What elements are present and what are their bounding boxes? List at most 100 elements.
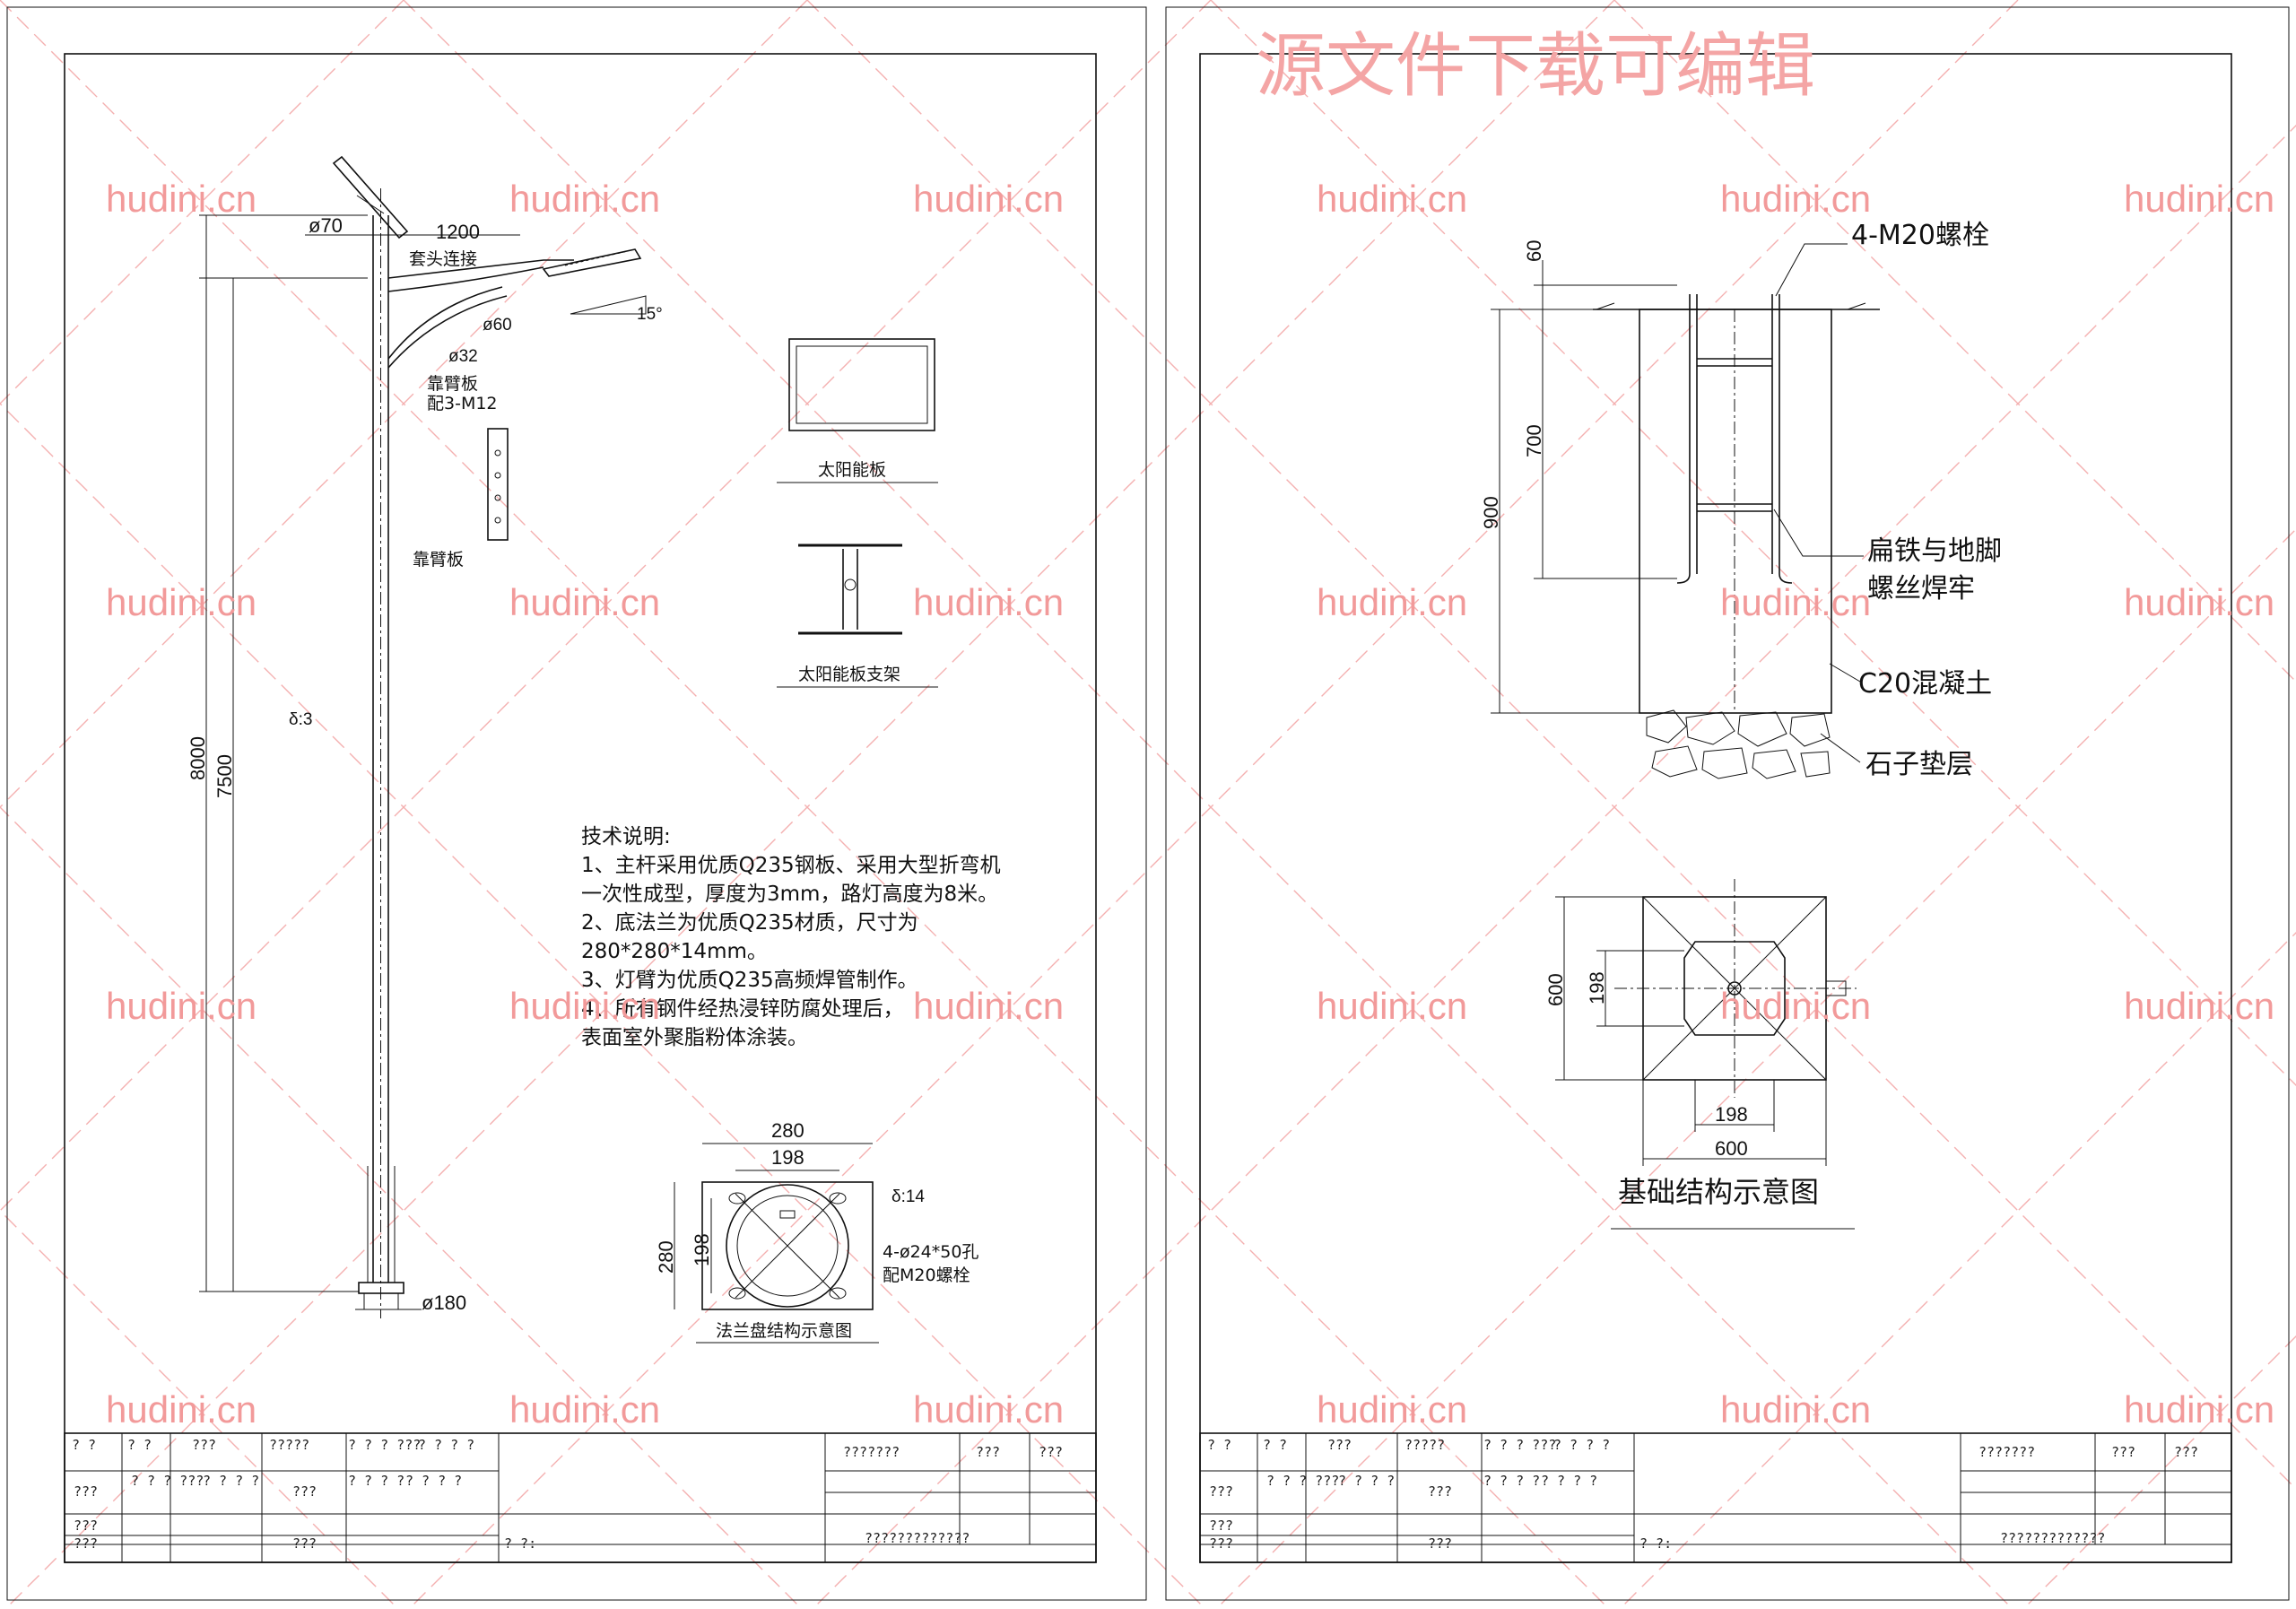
dim-arm-dia-2: ø32 — [448, 347, 478, 366]
tb-left-right-2: ??? — [976, 1444, 1000, 1460]
tb-right-r4-2: ??? — [1428, 1535, 1452, 1552]
notes-line-1: 1、主杆采用优质Q235钢板、采用大型折弯机 — [581, 854, 1001, 877]
dim-dia-base: ø180 — [422, 1292, 466, 1314]
flange-figure: 280 198 280 198 δ:14 4-ø24*50孔 配M20螺栓 法兰… — [655, 1119, 978, 1344]
watermark-title: 源文件下载可编辑 — [1256, 26, 1815, 107]
notes-title: 技术说明: — [581, 825, 671, 848]
notes-line-4: 280*280*14mm。 — [581, 940, 768, 963]
left-frame — [6, 6, 1147, 1601]
notes-line-6: 4、所有钢件经热浸锌防腐处理后， — [581, 997, 904, 1021]
notes-line-5: 3、灯臂为优质Q235高频焊管制作。 — [581, 969, 918, 992]
label-joint: 套头连接 — [409, 249, 477, 269]
tb-left-r2-6: ? ? ? ? — [405, 1473, 462, 1489]
tb-left-right-4: ????????????? — [865, 1530, 970, 1546]
tb-left-r2-4: ??? — [292, 1483, 317, 1500]
tb-left-r1-4: ????? — [269, 1437, 309, 1453]
label-weld-2: 螺丝焊牢 — [1867, 573, 1975, 604]
watermark-site: hudini.cn — [509, 1388, 660, 1431]
watermark-site: hudini.cn — [2124, 985, 2274, 1027]
dim-900: 900 — [1480, 496, 1502, 529]
watermark-site: hudini.cn — [1317, 581, 1467, 623]
label-gravel: 石子垫层 — [1866, 749, 1973, 780]
label-solar-bracket: 太阳能板支架 — [798, 665, 900, 684]
dim-flange-inner: 198 — [771, 1146, 804, 1169]
dim-flange-outer-v: 280 — [655, 1240, 677, 1274]
tb-left-right-3: ??? — [1039, 1444, 1063, 1460]
tb-right-r2-5: ? ? ? ? — [1483, 1473, 1540, 1489]
watermark-site: hudini.cn — [1720, 1388, 1871, 1431]
tb-right-r1-5: ? ? ? ??? — [1483, 1437, 1556, 1453]
tb-right-r2-1: ??? — [1209, 1483, 1233, 1500]
watermark-site: hudini.cn — [913, 1388, 1064, 1431]
tb-left-r4-1: ??? — [74, 1535, 98, 1552]
watermark-site: hudini.cn — [1317, 1388, 1467, 1431]
dim-arm-dia-1: ø60 — [483, 316, 512, 335]
pole-elevation — [199, 155, 647, 1318]
tb-left-r1-2: ? ? — [127, 1437, 152, 1453]
tb-right-r3-1: ??? — [1209, 1518, 1233, 1534]
tb-left-r4-2: ??? — [292, 1535, 317, 1552]
tb-right-r1-6: ? ? ? ? — [1553, 1437, 1610, 1453]
title-block-left: ? ? ? ? ??? ????? ? ? ? ??? ? ? ? ? ??? … — [64, 1432, 1097, 1563]
label-solar-panel: 太阳能板 — [818, 460, 886, 480]
watermark-site: hudini.cn — [106, 581, 257, 623]
dim-flange-inner-v: 198 — [691, 1233, 713, 1266]
dim-height-total: 8000 — [187, 736, 209, 780]
tech-notes: 技术说明: 1、主杆采用优质Q235钢板、采用大型折弯机 一次性成型，厚度为3m… — [581, 825, 1001, 1049]
tb-right-r1-4: ????? — [1405, 1437, 1445, 1453]
foundation-section: 4-M20螺栓 60 700 900 扁铁与地脚 螺丝焊牢 C20混凝土 石子垫… — [1480, 220, 2002, 780]
tb-right-r2-4: ??? — [1428, 1483, 1452, 1500]
watermark-site: hudini.cn — [509, 581, 660, 623]
foundation-plan: 600 198 198 600 基础结构示意图 — [1544, 879, 1857, 1230]
watermark-site: hudini.cn — [2124, 1388, 2274, 1431]
watermark-site: hudini.cn — [913, 178, 1064, 220]
watermark-site: hudini.cn — [2124, 581, 2274, 623]
tb-left-right-1: ??????? — [843, 1444, 900, 1460]
watermark-site: hudini.cn — [913, 581, 1064, 623]
watermark-site: hudini.cn — [106, 1388, 257, 1431]
solar-panel-figure: 太阳能板 — [777, 338, 938, 483]
plan-caption: 基础结构示意图 — [1618, 1175, 1819, 1209]
label-flange-bolts: 配M20螺栓 — [883, 1265, 970, 1285]
notes-line-2: 一次性成型，厚度为3mm，路灯高度为8米。 — [581, 883, 998, 906]
watermark-site: hudini.cn — [1317, 178, 1467, 220]
dim-height-arm: 7500 — [213, 754, 236, 798]
tb-left-r1-3: ??? — [192, 1437, 216, 1453]
watermark-site: hudini.cn — [106, 178, 257, 220]
watermark-text: 源文件下载可编辑 hudini.cn hudini.cn hudini.cn hudi… — [106, 26, 2274, 1431]
tb-left-r2-1: ??? — [74, 1483, 98, 1500]
dim-60: 60 — [1523, 240, 1545, 262]
dim-plan-600-v: 600 — [1544, 973, 1567, 1006]
flange-caption: 法兰盘结构示意图 — [716, 1321, 852, 1341]
tb-left-r2-3: ? ? ? ? — [203, 1473, 259, 1489]
tb-right-right-2: ??? — [2111, 1444, 2135, 1460]
tb-right-right-4: ????????????? — [2000, 1530, 2105, 1546]
tb-left-r1-5: ? ? ? ??? — [348, 1437, 421, 1453]
tb-right-r1-1: ? ? — [1207, 1437, 1231, 1453]
label-plate-2: 配3-M12 — [427, 394, 498, 413]
label-flange-holes: 4-ø24*50孔 — [883, 1242, 978, 1262]
watermark-site: hudini.cn — [1720, 178, 1871, 220]
label-plate-1: 靠臂板 — [427, 374, 478, 394]
tb-right-r4-3: ? ?: — [1639, 1535, 1672, 1552]
dim-flange-outer: 280 — [771, 1119, 804, 1142]
tb-right-r1-2: ? ? — [1263, 1437, 1287, 1453]
dim-700: 700 — [1523, 424, 1545, 457]
dim-plan-198-h: 198 — [1715, 1103, 1748, 1126]
notes-line-3: 2、底法兰为优质Q235材质，尺寸为 — [581, 911, 918, 935]
tb-right-right-1: ??????? — [1979, 1444, 2035, 1460]
tb-left-r2-5: ? ? ? ? — [348, 1473, 404, 1489]
watermark-site: hudini.cn — [106, 985, 257, 1027]
tb-left-r2-2: ? ? ? ??? — [131, 1473, 204, 1489]
tb-right-r1-3: ??? — [1327, 1437, 1352, 1453]
solar-bracket-figure: 太阳能板支架 — [777, 544, 938, 688]
watermark-site: hudini.cn — [913, 985, 1064, 1027]
label-weld-1: 扁铁与地脚 — [1867, 535, 2002, 567]
dim-arm-angle: 15° — [637, 305, 663, 324]
dim-dia-top: ø70 — [309, 214, 343, 237]
watermark-site: hudini.cn — [509, 985, 660, 1027]
pole-labels: ø70 1200 套头连接 ø60 15° ø32 靠臂板 配3-M12 靠臂板… — [187, 214, 663, 1314]
tb-right-r2-2: ? ? ? ??? — [1266, 1473, 1339, 1489]
notes-line-7: 表面室外聚脂粉体涂装。 — [581, 1026, 808, 1049]
tb-right-r4-1: ??? — [1209, 1535, 1233, 1552]
